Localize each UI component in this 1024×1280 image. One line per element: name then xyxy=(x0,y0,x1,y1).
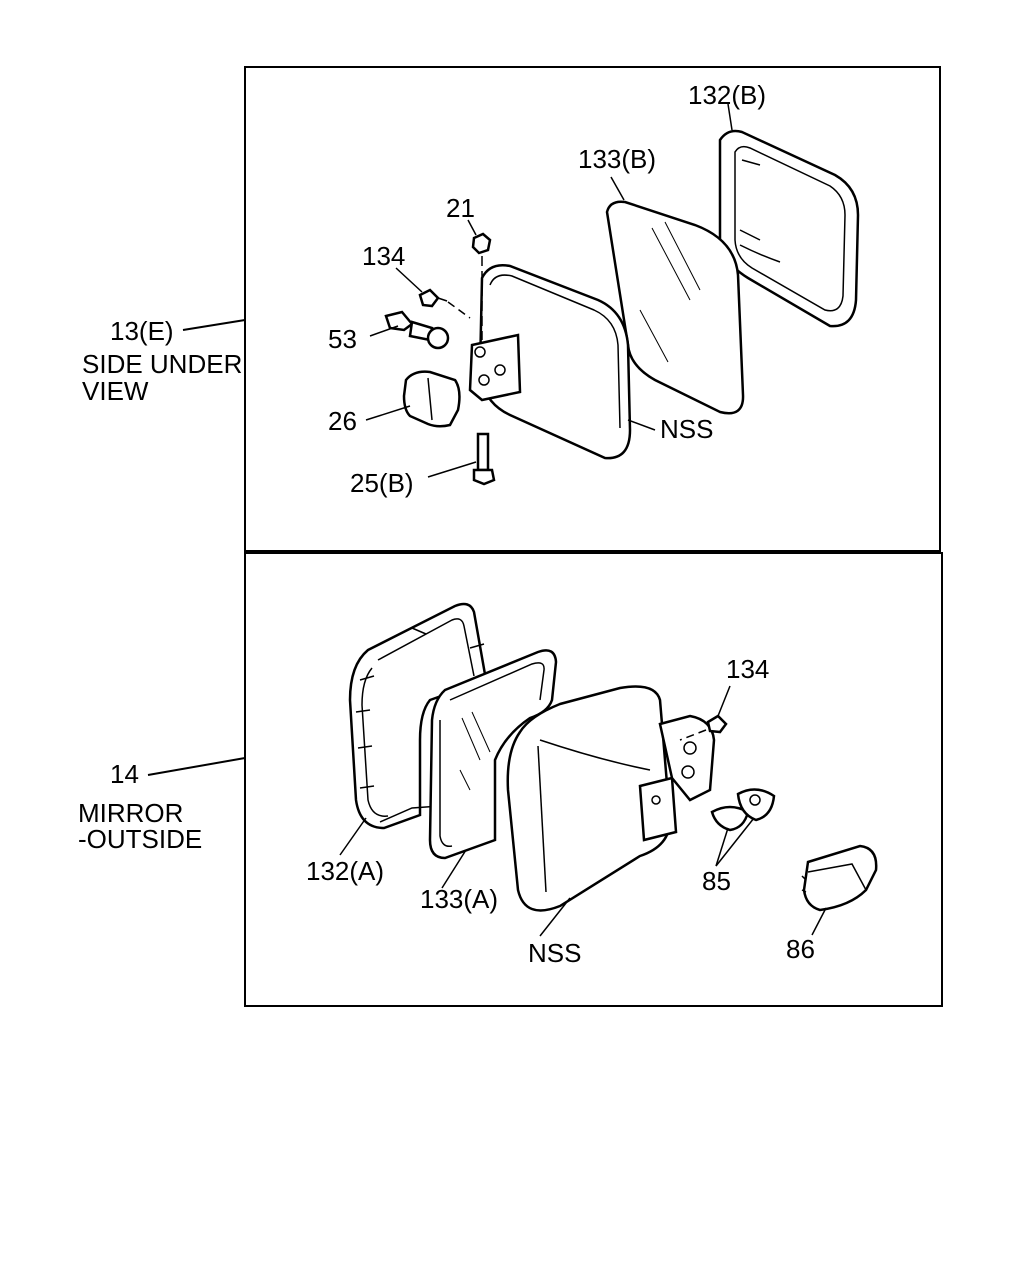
screw-134-upper-axis xyxy=(447,301,471,319)
bulb-53-label: 53 xyxy=(328,324,357,354)
lamp-cover-86 xyxy=(801,844,878,912)
housing-nss-upper-label: NSS xyxy=(660,414,713,444)
clamp-85-leader-a xyxy=(715,827,729,867)
screw-134-upper-leader xyxy=(395,267,423,293)
bolt-25b xyxy=(472,432,496,486)
rim-132a xyxy=(348,602,488,830)
clamp-85-leader-b xyxy=(715,817,755,867)
glass-133b-leader xyxy=(610,176,625,201)
upper-view-line2: VIEW xyxy=(82,376,149,406)
rim-132b xyxy=(718,129,860,328)
upper-view-line1: SIDE UNDER xyxy=(82,349,242,379)
housing-nss-upper xyxy=(478,264,632,460)
rim-132b-leader xyxy=(727,103,733,131)
rim-132a-label: 132(A) xyxy=(306,856,384,886)
mount-bracket-upper xyxy=(468,333,522,402)
lamp-cover-26-label: 26 xyxy=(328,406,357,436)
screw-134-lower-axis xyxy=(679,729,707,741)
clamp-85-label: 85 xyxy=(702,866,731,896)
bulb-53 xyxy=(384,310,450,350)
lower-panel: 14 MIRROR -OUTSIDE 132(A) 133(A) NSS xyxy=(78,552,943,1007)
upper-callout-line xyxy=(182,319,246,331)
clamp-85 xyxy=(710,788,776,832)
bulb-53-leader xyxy=(369,325,399,337)
lower-title-line1: MIRROR xyxy=(78,798,183,828)
housing-nss-upper-leader xyxy=(627,419,656,431)
housing-nss-lower-leader xyxy=(539,897,571,937)
housing-nss-lower xyxy=(506,685,672,912)
glass-133b-label: 133(B) xyxy=(578,144,656,174)
screw-134-lower-leader xyxy=(717,685,731,717)
lower-callout-ref: 14 xyxy=(110,759,139,789)
lamp-cover-26 xyxy=(402,370,461,428)
upper-callout-ref: 13(E) xyxy=(110,316,174,346)
lamp-cover-26-leader xyxy=(365,405,411,421)
mount-bracket-lower xyxy=(638,714,716,842)
lower-callout-line xyxy=(147,757,246,776)
lamp-cover-86-leader xyxy=(811,907,827,936)
upper-panel-frame xyxy=(244,66,941,552)
bolt-25b-leader xyxy=(427,461,477,478)
screw-134-lower-label: 134 xyxy=(726,654,769,684)
lower-title-line2: -OUTSIDE xyxy=(78,824,202,854)
lower-panel-frame xyxy=(244,552,943,1007)
glass-133a xyxy=(428,649,558,860)
nut-21-label: 21 xyxy=(446,193,475,223)
glass-133b xyxy=(605,200,745,415)
rim-132a-leader xyxy=(339,817,367,856)
bolt-25b-label: 25(B) xyxy=(350,468,414,498)
glass-133a-label: 133(A) xyxy=(420,884,498,914)
lamp-cover-86-label: 86 xyxy=(786,934,815,964)
glass-133a-leader xyxy=(441,849,467,889)
housing-nss-lower-label: NSS xyxy=(528,938,581,968)
screw-134-upper xyxy=(418,288,448,308)
screw-134-lower xyxy=(706,714,728,734)
screw-134-upper-label: 134 xyxy=(362,241,405,271)
nut-21 xyxy=(471,232,492,255)
nut-21-leader xyxy=(467,219,477,236)
rim-132b-label: 132(B) xyxy=(688,80,766,110)
upper-panel: 13(E) SIDE UNDER VIEW 132(B) 133(B) NSS xyxy=(82,66,941,552)
